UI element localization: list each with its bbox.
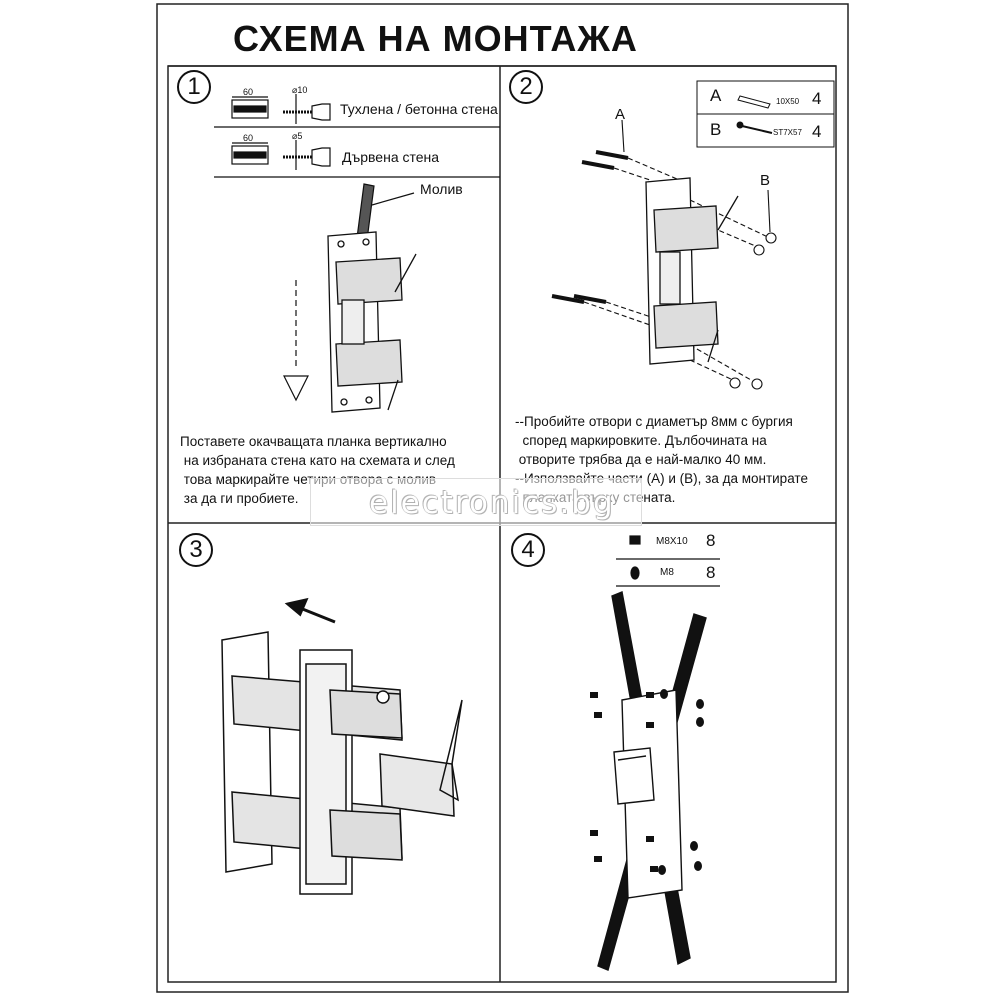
watermark-text: electronics.bg (369, 485, 615, 521)
washer-qty: 8 (706, 563, 716, 582)
step2-caption-line: отворите трябва да е най-малко 40 мм. (515, 452, 767, 467)
vesa-plate-step4 (597, 591, 707, 971)
label-b: B (760, 172, 771, 189)
step-number-3: 3 (179, 533, 213, 567)
pencil-label: Молив (420, 181, 463, 197)
part-b-qty: 4 (812, 122, 822, 141)
wood-wall-label: Дървена стена (342, 149, 440, 165)
brick-dimension: 60 (243, 87, 254, 97)
screw-qty: 8 (706, 531, 716, 550)
step1-caption-line: за да ги пробиете. (180, 491, 299, 506)
part-a-qty: 4 (812, 89, 822, 108)
label-a: A (615, 106, 626, 123)
part-a-size: 10X50 (776, 97, 800, 106)
part-b-size: ST7X57 (773, 128, 802, 137)
vesa-screws (590, 689, 704, 875)
parts-table-step2 (696, 80, 835, 148)
bracket-assembly-step3 (221, 631, 463, 895)
step2-caption-line: според маркировките. Дълбочината на (515, 433, 767, 448)
step1-caption: Поставете окачващата планка вертикално н… (180, 432, 455, 508)
step2-caption-line: --Пробийте отвори с диаметър 8мм с бурги… (515, 414, 793, 429)
step-number-1: 1 (177, 70, 211, 104)
step1-caption-line: на избраната стена като на схемата и сле… (180, 453, 455, 468)
step1-caption-line: Поставете окачващата планка вертикално (180, 434, 447, 449)
brick-wall-legend (214, 94, 500, 128)
wood-drill-size: ⌀5 (292, 131, 303, 141)
screw-size-label: M8X10 (656, 536, 688, 547)
part-b-letter: B (710, 120, 722, 139)
wall-plate-step2 (645, 177, 739, 365)
plumb-line (283, 280, 309, 402)
page-title: СХЕМА НА МОНТАЖА (233, 18, 638, 59)
washer-size-label: M8 (660, 567, 674, 578)
watermark: electronics.bg (310, 478, 642, 526)
brick-drill-size: ⌀10 (292, 85, 308, 95)
pencil-illustration (356, 183, 415, 241)
brick-wall-label: Тухлена / бетонна стена (340, 101, 498, 117)
step-number-2: 2 (509, 70, 543, 104)
step-number-4: 4 (511, 533, 545, 567)
direction-arrow (284, 597, 336, 624)
wall-plate-step1 (327, 231, 417, 413)
wood-wall-legend (214, 140, 500, 178)
part-a-letter: A (710, 86, 722, 105)
parts-legend-step4 (616, 535, 720, 587)
wood-dimension: 60 (243, 133, 254, 143)
